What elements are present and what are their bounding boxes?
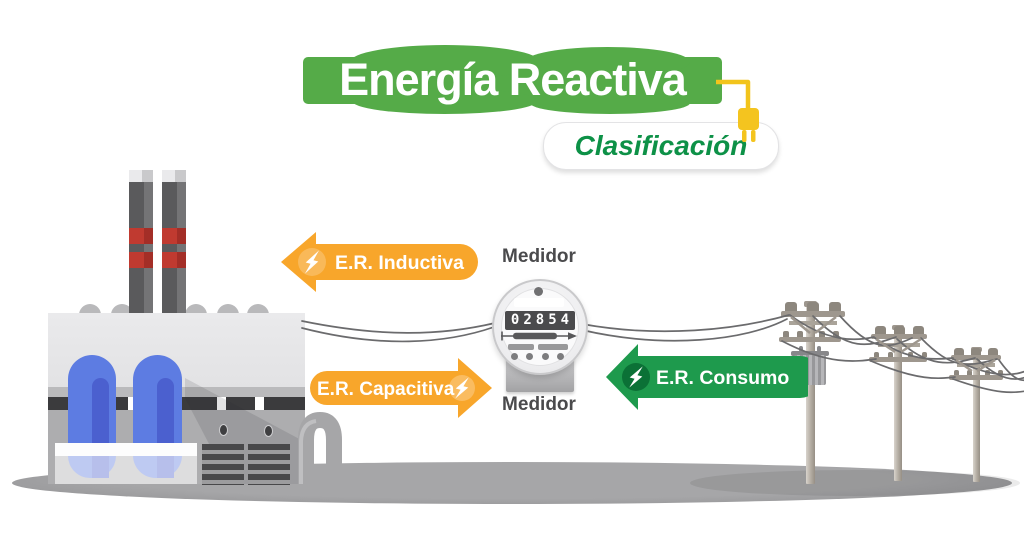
vent-grille xyxy=(248,444,290,485)
rivet xyxy=(264,425,273,437)
pole-subarm xyxy=(789,321,837,325)
plug-icon xyxy=(716,79,759,142)
subtitle-pill: Clasificación xyxy=(543,122,779,170)
page-title: Energía Reactiva xyxy=(339,54,687,105)
rivet xyxy=(219,424,228,436)
pole-crossarm xyxy=(781,311,845,317)
title-banner-splash xyxy=(350,45,540,79)
factory-white-strip xyxy=(55,443,197,456)
lightning-icon xyxy=(304,250,320,274)
insulator xyxy=(807,302,819,311)
meter-label-bottom: Medidor xyxy=(502,394,576,415)
meter-slot xyxy=(538,344,568,350)
title-banner-splash xyxy=(525,47,690,77)
arrow-capacitiva-label: E.R. Capacitiva xyxy=(317,379,455,400)
insulator-small xyxy=(908,352,913,357)
tank-base-panel xyxy=(55,456,197,484)
lightning-icon xyxy=(455,377,469,399)
insulator xyxy=(971,348,981,355)
meter-terminal xyxy=(511,353,518,360)
insulator xyxy=(988,348,998,355)
insulator-small xyxy=(833,331,839,337)
insulator-small xyxy=(922,352,927,357)
insulator-small xyxy=(954,370,959,375)
title-banner-splash xyxy=(530,92,690,114)
title-banner-splash xyxy=(352,88,537,114)
insulator xyxy=(913,326,924,334)
meter-label-top: Medidor xyxy=(502,246,576,267)
pole-crossarm-lower xyxy=(869,357,927,362)
meter-top-screw xyxy=(534,287,543,296)
meter-reading-display: 02854 xyxy=(505,311,575,330)
chimney-cap xyxy=(162,170,186,182)
insulator-small xyxy=(797,331,803,337)
pole-crossarm-lower xyxy=(949,375,1003,380)
chimney-stripe xyxy=(129,228,153,244)
pole-crossarm xyxy=(871,334,927,339)
pole-subarm xyxy=(957,363,995,367)
meter-dial xyxy=(501,331,577,341)
pole-trunk xyxy=(894,329,902,481)
poles-shadow xyxy=(690,470,1020,496)
insulator-small xyxy=(967,370,972,375)
meter-terminal xyxy=(557,353,564,360)
meter-terminal xyxy=(526,353,533,360)
meter-terminal xyxy=(542,353,549,360)
pole-crossarm xyxy=(951,355,1001,360)
insulator-small xyxy=(998,370,1003,375)
insulator xyxy=(785,302,797,311)
meter-nameplate xyxy=(514,298,564,307)
pole-trunk xyxy=(806,305,815,484)
chimney-cap xyxy=(129,170,153,182)
meter-slot xyxy=(508,344,534,350)
page-subtitle: Clasificación xyxy=(574,130,748,161)
arrow-er-capacitiva: E.R. Capacitiva xyxy=(310,358,492,418)
factory-pipe-arch xyxy=(298,411,342,484)
band-gap xyxy=(255,397,264,410)
chimney-stripe xyxy=(162,252,186,268)
arrow-inductiva-label: E.R. Inductiva xyxy=(335,252,464,274)
vent-grille xyxy=(202,444,244,485)
chimney xyxy=(162,170,186,315)
insulator-small xyxy=(985,370,990,375)
insulator xyxy=(875,326,886,334)
band-gap xyxy=(128,397,137,410)
insulator xyxy=(954,348,964,355)
arrow-er-consumo: E.R. Consumo xyxy=(606,344,808,410)
chimney-stripe xyxy=(129,252,153,268)
insulator xyxy=(894,326,905,334)
insulator-small xyxy=(874,352,879,357)
lightning-icon xyxy=(629,366,643,388)
pole-subarm xyxy=(878,343,920,347)
arrow-consumo-label: E.R. Consumo xyxy=(656,367,789,389)
chimney-stripe xyxy=(162,228,186,244)
insulator-small xyxy=(783,331,789,337)
arrow-er-inductiva: E.R. Inductiva xyxy=(281,232,478,292)
band-gap xyxy=(217,397,226,410)
insulator xyxy=(829,302,841,311)
insulator-small xyxy=(888,352,893,357)
chimney xyxy=(129,170,153,315)
pole-trunk xyxy=(973,351,980,482)
insulator-small xyxy=(819,331,825,337)
